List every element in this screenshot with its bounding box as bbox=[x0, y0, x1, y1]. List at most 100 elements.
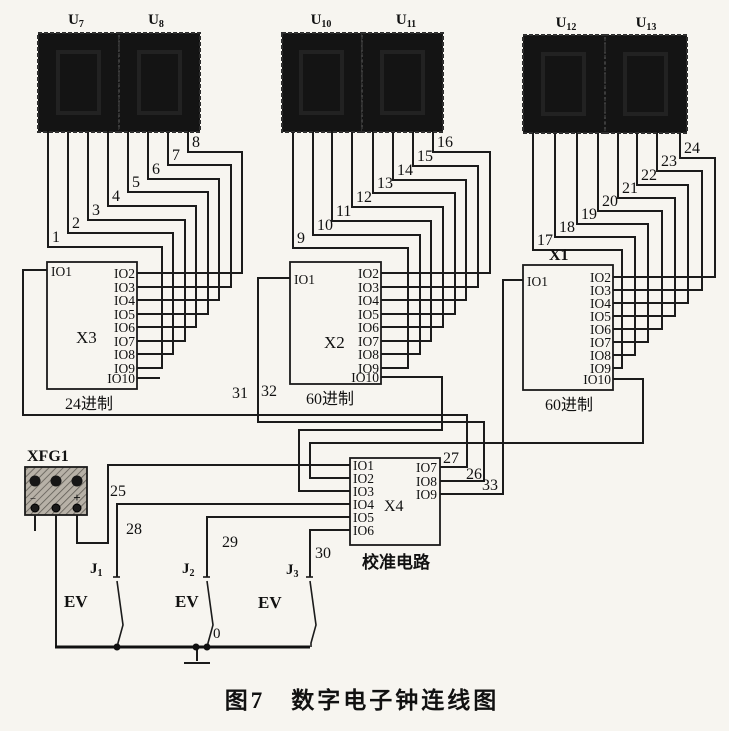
x3-port-io5: IO5 bbox=[114, 307, 135, 322]
wire-number-17: 17 bbox=[537, 232, 553, 249]
x1-port-io7: IO7 bbox=[590, 335, 611, 350]
wire-5 bbox=[127, 132, 209, 315]
display-ghost-digit bbox=[56, 50, 101, 115]
display-u13 bbox=[604, 34, 688, 134]
x3-port-io2: IO2 bbox=[114, 266, 135, 281]
counter-x1-box bbox=[522, 264, 614, 391]
switch-j2-label: J2 bbox=[182, 561, 195, 579]
wire-23 bbox=[613, 133, 703, 291]
calibrator-x4-box bbox=[349, 457, 441, 546]
switch-j2-type: EV bbox=[175, 592, 199, 611]
wire-x2io10-x4io3 bbox=[298, 376, 443, 492]
wire-9 bbox=[292, 132, 409, 369]
display-ghost-digit bbox=[541, 52, 586, 116]
x1-port-io4: IO4 bbox=[590, 296, 611, 311]
wire-number-27: 27 bbox=[443, 450, 459, 467]
x4-port-io1: IO1 bbox=[353, 458, 374, 473]
wire-2 bbox=[67, 132, 174, 355]
x4-port-io6: IO6 bbox=[353, 523, 374, 538]
wire-26-x2io1-x4io8 bbox=[257, 277, 485, 482]
wire-16 bbox=[381, 132, 491, 274]
wire-number-10: 10 bbox=[317, 217, 333, 234]
x3-port-io10: IO10 bbox=[107, 371, 135, 386]
wire-number-6: 6 bbox=[152, 161, 160, 178]
calibrator-x4: X4 校准电路 bbox=[349, 457, 441, 572]
counter-x3-label: X3 bbox=[76, 328, 97, 347]
counter-x2-type: 60进制 bbox=[306, 390, 354, 408]
xfg1-terminal-minus bbox=[30, 503, 40, 513]
display-u7 bbox=[37, 32, 120, 133]
wire-14 bbox=[381, 132, 467, 301]
wire-number-18: 18 bbox=[559, 219, 575, 236]
wire-number-25: 25 bbox=[110, 483, 126, 500]
wire-19 bbox=[576, 133, 649, 343]
counter-x3-type: 24进制 bbox=[65, 395, 113, 413]
xfg1-terminal-plus bbox=[72, 503, 82, 513]
wire-29-j2-x4io5 bbox=[206, 516, 350, 577]
wire-30-j3-x4io6 bbox=[309, 529, 350, 577]
wire-number-32: 32 bbox=[261, 383, 277, 400]
x4-port-io9: IO9 bbox=[416, 487, 437, 502]
wire-number-20: 20 bbox=[602, 193, 618, 210]
x3-port-io4: IO4 bbox=[114, 293, 135, 308]
wire-number-30: 30 bbox=[315, 545, 331, 562]
x2-port-io3: IO3 bbox=[358, 280, 379, 295]
wire-25-xfg-x4io1 bbox=[76, 464, 350, 544]
wire-number-31: 31 bbox=[232, 385, 248, 402]
x4-port-io3: IO3 bbox=[353, 484, 374, 499]
x1-port-io9: IO9 bbox=[590, 361, 611, 376]
x1-port-io8: IO8 bbox=[590, 348, 611, 363]
wire-3 bbox=[87, 132, 186, 342]
x4-port-io5: IO5 bbox=[353, 510, 374, 525]
counter-x2: X2 60进制 bbox=[289, 261, 382, 408]
x1-port-io1: IO1 bbox=[527, 274, 548, 289]
switch-j3-blade bbox=[309, 580, 317, 647]
counter-x1-label: X1 bbox=[549, 247, 569, 264]
wire-21 bbox=[613, 133, 676, 317]
x3-port-io9: IO9 bbox=[114, 361, 135, 376]
ground-net-label: 0 bbox=[213, 626, 221, 642]
switch-labels: J1 J2 J3 EV EV EV 0 bbox=[64, 561, 299, 642]
x2-port-io2: IO2 bbox=[358, 266, 379, 281]
x2-port-io1: IO1 bbox=[294, 272, 315, 287]
wire-12 bbox=[351, 132, 444, 328]
wire-number-1: 1 bbox=[52, 229, 60, 246]
x2-port-io6: IO6 bbox=[358, 320, 379, 335]
wire-number-16: 16 bbox=[437, 134, 453, 151]
wire-number-8: 8 bbox=[192, 134, 200, 151]
xfg1-label: XFG1 bbox=[27, 448, 69, 465]
xfg1-knob-icon bbox=[50, 475, 62, 487]
counter-x2-box bbox=[289, 261, 382, 385]
switch-j3-type: EV bbox=[258, 593, 282, 612]
wire-24 bbox=[613, 133, 716, 278]
display-label-u13: U13 bbox=[636, 15, 657, 33]
switch-j1-type: EV bbox=[64, 592, 88, 611]
x1-port-io10: IO10 bbox=[583, 372, 611, 387]
counter-x3: X3 24进制 bbox=[46, 261, 138, 413]
wire-number-9: 9 bbox=[297, 230, 305, 247]
x3-port-io7: IO7 bbox=[114, 334, 135, 349]
junction-dot bbox=[113, 643, 121, 651]
x4-port-io8: IO8 bbox=[416, 474, 437, 489]
wire-number-21: 21 bbox=[622, 180, 638, 197]
wire-4 bbox=[107, 132, 197, 328]
x2-port-io8: IO8 bbox=[358, 347, 379, 362]
x3-port-io8: IO8 bbox=[114, 347, 135, 362]
wire-number-33: 33 bbox=[482, 477, 498, 494]
x1-port-io5: IO5 bbox=[590, 309, 611, 324]
wire-number-13: 13 bbox=[377, 175, 393, 192]
wire-1 bbox=[47, 132, 163, 369]
calibrator-x4-label: X4 bbox=[384, 498, 404, 515]
x3-port-io1: IO1 bbox=[51, 264, 72, 279]
wire-6 bbox=[137, 132, 220, 301]
x2-port-io10: IO10 bbox=[351, 370, 379, 385]
display-ghost-digit bbox=[299, 50, 344, 115]
x2-port-io4: IO4 bbox=[358, 293, 379, 308]
wire-number-4: 4 bbox=[112, 188, 120, 205]
wire-number-28: 28 bbox=[126, 521, 142, 538]
xfg1-knob-icon bbox=[29, 475, 41, 487]
display-u8 bbox=[118, 32, 201, 133]
